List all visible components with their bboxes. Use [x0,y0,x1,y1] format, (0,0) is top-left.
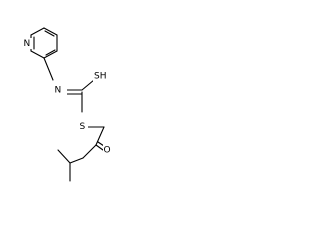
pyridine-ring [30,27,58,59]
bond-ch2-to-ch [69,157,84,164]
bond-c-to-sh [81,79,95,91]
molecule-structure: N N SH S O [23,27,112,182]
ring-bond-c5-c6 [30,27,45,36]
thiol-sulfur-label: SH [94,72,106,82]
bond-co-to-o [95,144,104,151]
ring-bond-c2-c3 [43,50,58,59]
bond-ring-to-nh [43,57,54,81]
ketone-oxygen-label: O [104,146,111,156]
atom-labels: N N SH S O [23,38,112,156]
bond-ch-to-ch3-a [57,149,71,164]
ring-bond-c4-c5 [43,27,58,36]
thioether-sulfur-label: S [80,122,86,132]
chain-bonds [43,57,105,182]
ring-bond-n-c2 [30,50,45,59]
ring-nitrogen-label: N [24,39,31,49]
amine-nitrogen-label: N [55,86,62,96]
ring-bond-c2-c3-inner [45,49,56,56]
bond-ch2-to-co [95,126,105,146]
bond-co-to-ch2 [82,144,97,159]
ring-bond-c4-c5-inner [44,30,55,37]
